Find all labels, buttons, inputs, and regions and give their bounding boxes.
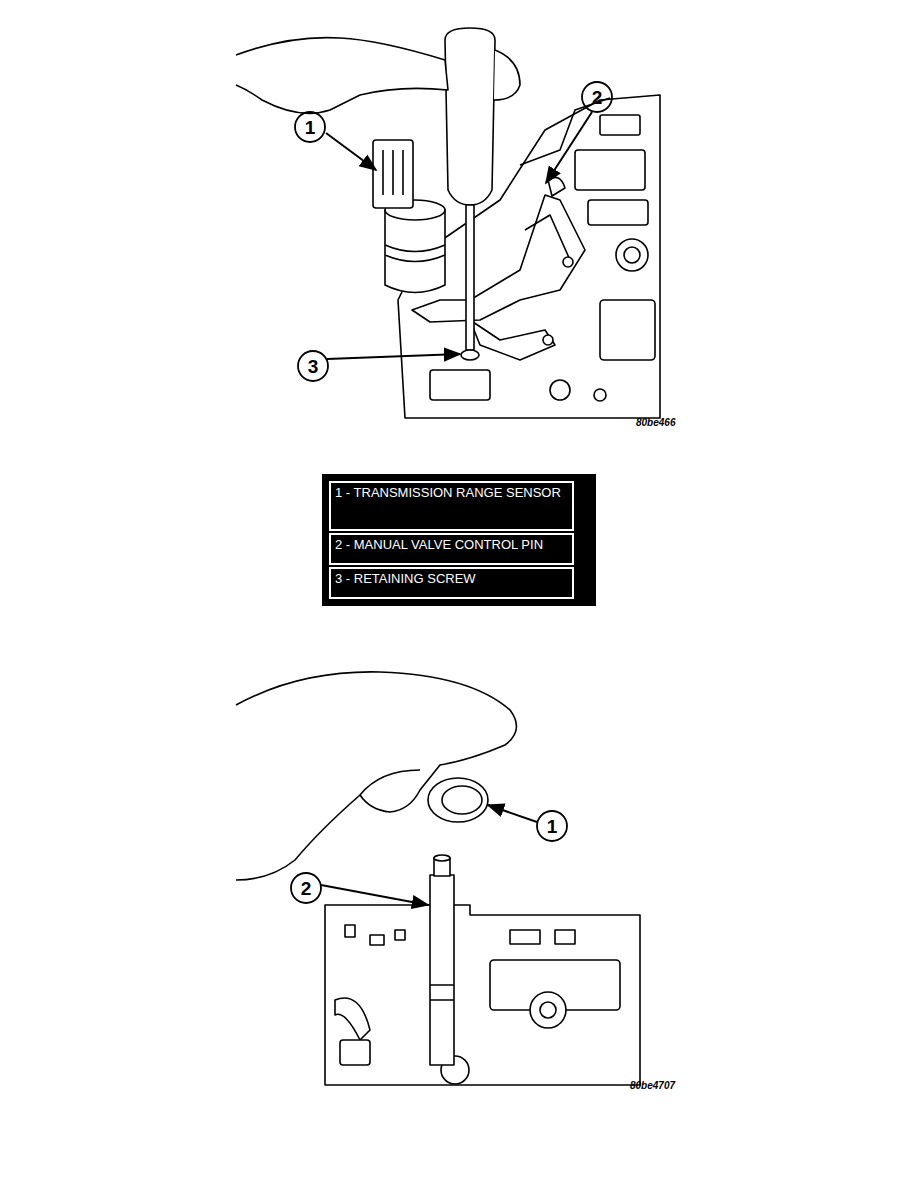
- callout-number: 3: [308, 357, 319, 376]
- table-cell: 2 - MANUAL VALVE CONTROL PIN: [329, 533, 574, 565]
- table-cell: 3 - RETAINING SCREW: [329, 567, 574, 599]
- callout-number: 2: [301, 879, 312, 898]
- callout-number: 1: [305, 118, 316, 137]
- callout-number: 2: [592, 88, 603, 107]
- table-cell: 1 - TRANSMISSION RANGE SENSOR: [329, 481, 574, 531]
- figure-id: 80be466: [636, 418, 675, 428]
- figure-id: 80be4707: [630, 1081, 675, 1091]
- callout-number: 1: [547, 817, 558, 836]
